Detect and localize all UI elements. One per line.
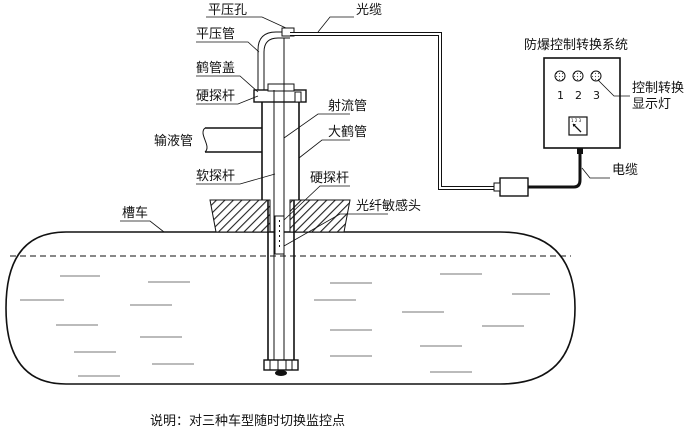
indicator-lamp-3 (590, 70, 602, 82)
label-crane-cap: 鹤管盖 (196, 60, 235, 76)
pressure-tube (257, 27, 295, 90)
label-fiber-head: 光纤敏感头 (356, 198, 421, 214)
label-electric-cable: 电缆 (612, 162, 638, 178)
cable-connector (499, 177, 529, 197)
indicator-lamp-1 (554, 70, 566, 82)
control-box: 1 2 3 1 2 3 (543, 57, 621, 149)
electric-cable (528, 152, 582, 189)
label-pressure-tube: 平压管 (196, 27, 235, 42)
manhole-collar (209, 199, 271, 233)
label-soft-rod: 软探杆 (196, 169, 235, 184)
liquid-pipe (202, 127, 262, 153)
indicator-lamp-2 (572, 70, 584, 82)
lamp-number-2: 2 (575, 89, 582, 102)
label-hard-rod-bottom: 硬探杆 (310, 171, 349, 186)
lamp-number-1: 1 (557, 89, 564, 102)
optical-cable (283, 32, 500, 190)
label-pressure-hole: 平压孔 (208, 3, 247, 18)
label-liquid-pipe: 输液管 (154, 133, 193, 149)
tank-car-body (5, 231, 576, 385)
caption: 说明：对三种车型随时切换监控点 (150, 413, 345, 429)
label-hard-rod-top: 硬探杆 (196, 89, 235, 104)
label-jet-tube: 射流管 (328, 98, 367, 114)
lamp-number-3: 3 (593, 89, 600, 102)
dial-numbers: 1 2 3 (571, 118, 582, 123)
label-indicator-lamps-line2: 显示灯 (632, 97, 671, 112)
leader-lines (120, 16, 630, 247)
liquid-strokes (20, 273, 550, 377)
selector-dial[interactable] (568, 116, 588, 136)
crane-tube-assembly (253, 83, 307, 376)
label-optical-cable: 光缆 (356, 2, 382, 18)
label-tank-car: 槽车 (122, 205, 148, 221)
probe-bottom (263, 359, 299, 371)
label-big-crane-tube: 大鹤管 (328, 124, 367, 140)
label-indicator-lamps-line1: 控制转换 (632, 81, 684, 96)
label-control-box-title: 防爆控制转换系统 (524, 37, 628, 53)
